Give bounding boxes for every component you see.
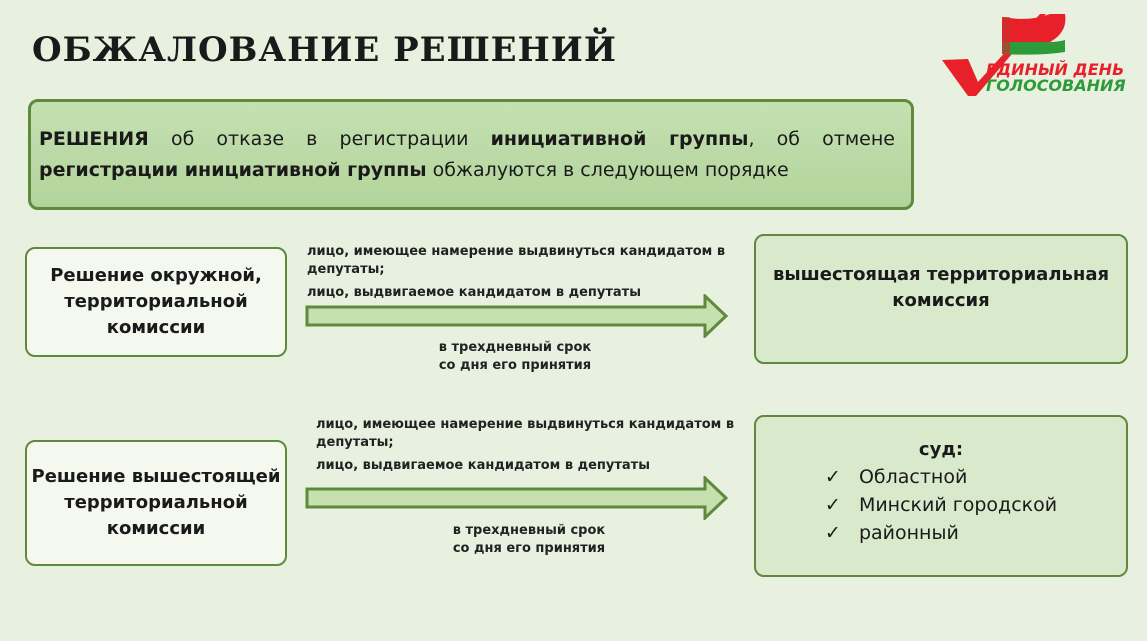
decision-box-higher: Решение вышестоящей территориальной коми… [25,440,287,566]
appellant-1: лицо, имеющее намерение выдвинуться канд… [307,244,726,277]
court-label: Минский городской [858,494,1058,516]
checkmark-icon: ✓ [824,522,859,544]
intro-normal-1: об отказе в регистрации [148,128,491,150]
logo-text-line2: ГОЛОСОВАНИЯ [986,76,1126,95]
intro-box: РЕШЕНИЯ об отказе в регистрации инициати… [28,99,914,210]
higher-commission-box: вышестоящая территориальная комиссия [754,234,1128,364]
deadline-line: со дня его принятия [452,541,606,556]
intro-bold-2: инициативной группы [490,128,749,150]
checkmark-icon: ✓ [824,494,859,516]
court-item: ✓ районный [825,519,1057,547]
checkmark-icon: ✓ [824,466,859,488]
intro-normal-3: обжалуются в следующем порядке [426,159,789,181]
arrow-right-icon [305,294,729,338]
court-box: суд: ✓ Областной ✓ Минский городской ✓ р… [754,415,1128,577]
court-list: ✓ Областной ✓ Минский городской ✓ районн… [825,463,1057,547]
election-day-logo: ЕДИНЫЙ ДЕНЬ ГОЛОСОВАНИЯ [940,12,1130,97]
court-label: районный [858,522,959,544]
appellant-2: лицо, выдвигаемое кандидатом в депутаты [307,285,641,300]
deadline-1: в трехдневный срок со дня его принятия [400,339,630,375]
deadline-line: в трехдневный срок [452,523,606,538]
court-label: Областной [858,466,968,488]
court-item: ✓ Областной [825,463,1057,491]
decision-label: Решение окружной, территориальной комисс… [50,265,262,338]
intro-bold-3: регистрации инициативной группы [39,159,427,181]
court-item: ✓ Минский городской [825,491,1057,519]
decision-label: Решение вышестоящей территориальной коми… [31,466,281,539]
logo-text-line1: ЕДИНЫЙ ДЕНЬ [986,60,1125,79]
appellant-1: лицо, имеющее намерение выдвинуться канд… [316,417,735,450]
deadline-line: в трехдневный срок [438,340,592,355]
intro-normal-2: , об отмене [748,128,895,150]
deadline-line: со дня его принятия [438,358,592,373]
intro-bold-1: РЕШЕНИЯ [39,128,149,150]
page-title: ОБЖАЛОВАНИЕ РЕШЕНИЙ [32,30,617,70]
logo-flag-check-icon [942,14,1066,96]
higher-commission-label: вышестоящая территориальная комиссия [772,264,1110,311]
decision-box-district: Решение окружной, территориальной комисс… [25,247,287,357]
court-title: суд: [918,439,964,460]
deadline-2: в трехдневный срок со дня его принятия [414,522,644,558]
appellant-2: лицо, выдвигаемое кандидатом в депутаты [316,458,650,473]
arrow-right-icon [305,476,729,520]
